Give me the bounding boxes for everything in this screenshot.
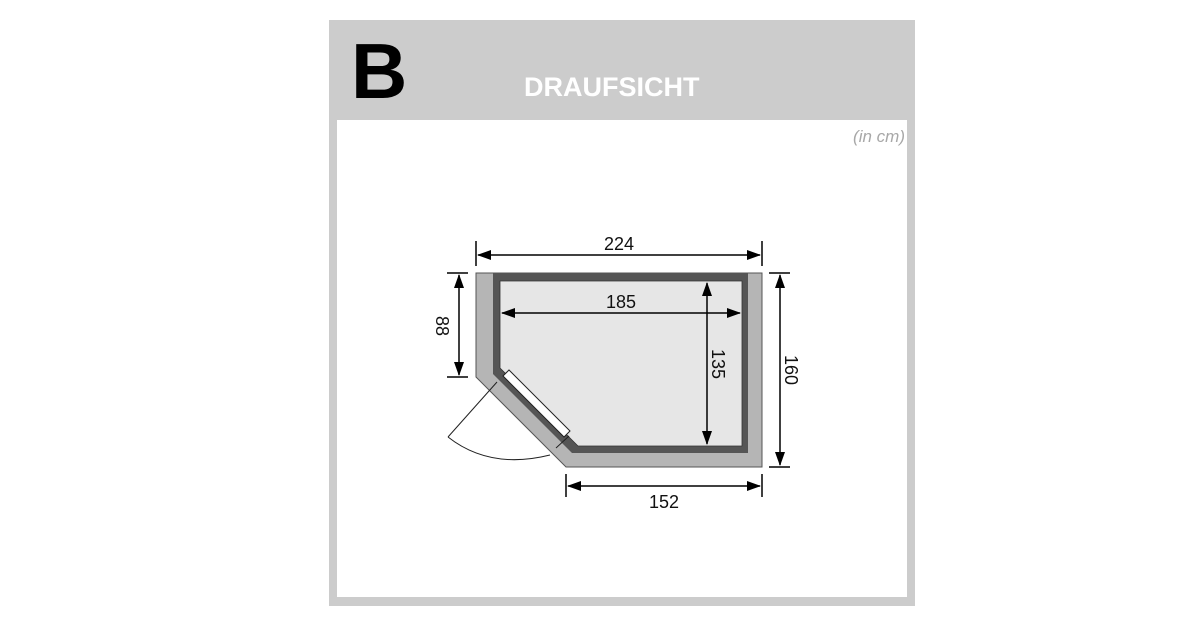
dim-outer-width: 224 [475, 234, 763, 266]
dim-outer-depth: 160 [769, 272, 801, 468]
dim-label-135: 135 [708, 349, 728, 379]
header-band: B DRAUFSICHT [329, 20, 915, 120]
diagram-title: DRAUFSICHT [524, 72, 700, 102]
drawing-panel: (in cm) [337, 120, 907, 597]
dim-inner-depth: 135 [702, 282, 728, 445]
dim-label-88: 88 [432, 316, 452, 336]
dim-label-185: 185 [606, 292, 636, 312]
door-glass [502, 369, 571, 438]
dim-label-152: 152 [649, 492, 679, 512]
dim-label-224: 224 [604, 234, 634, 254]
dim-left-height: 88 [432, 272, 468, 378]
dim-front-width: 152 [565, 474, 763, 512]
diagram-frame: B DRAUFSICHT (in cm) [329, 20, 915, 606]
floor-area [499, 280, 743, 447]
section-letter: B [351, 27, 407, 115]
door-swing-icon [447, 381, 570, 461]
dim-label-160: 160 [781, 355, 801, 385]
unit-note: (in cm) [853, 127, 905, 146]
dim-inner-width: 185 [501, 292, 741, 318]
